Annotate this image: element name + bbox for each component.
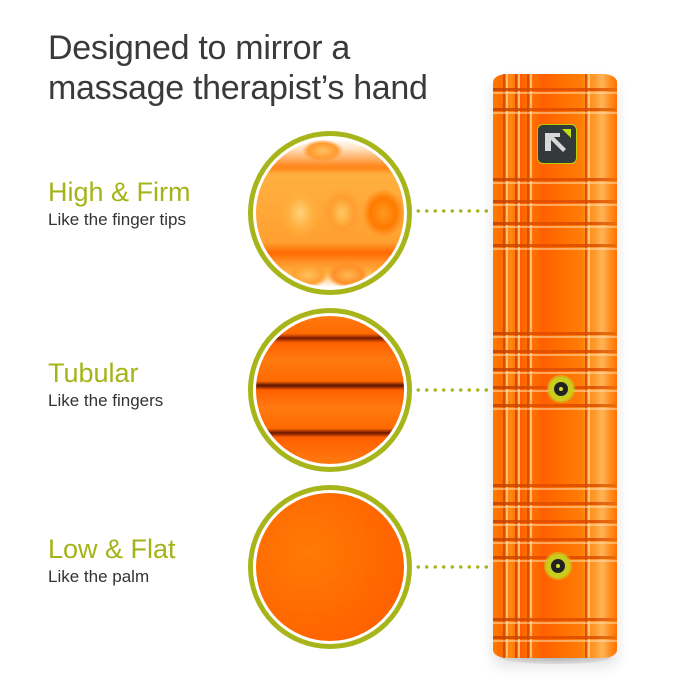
feature-high-firm: High & Firm Like the finger tips bbox=[48, 176, 191, 231]
feature-low-flat: Low & Flat Like the palm bbox=[48, 533, 176, 588]
feature-subtitle: Like the finger tips bbox=[48, 210, 186, 229]
feature-subtitle: Like the fingers bbox=[48, 391, 164, 410]
leader-line-low-flat bbox=[414, 565, 548, 569]
leader-line-high-firm bbox=[414, 209, 506, 213]
low-flat-texture-image bbox=[256, 493, 404, 641]
feature-title: High & Firm bbox=[48, 177, 191, 207]
trigger-point-logo-icon bbox=[537, 124, 577, 164]
feature-title: Low & Flat bbox=[48, 534, 176, 564]
feature-subtitle: Like the palm bbox=[48, 567, 150, 586]
feature-title: Tubular bbox=[48, 358, 139, 388]
headline-line-2: massage therapist’s hand bbox=[48, 69, 428, 107]
texture-circle-tubular bbox=[248, 308, 412, 472]
marker-dot-low-flat bbox=[546, 554, 570, 578]
feature-tubular: Tubular Like the fingers bbox=[48, 357, 163, 412]
texture-circle-high-firm bbox=[248, 131, 412, 295]
leader-line-tubular bbox=[414, 388, 550, 392]
high-firm-texture-image bbox=[256, 139, 404, 287]
marker-dot-tubular bbox=[549, 377, 573, 401]
headline-line-1: Designed to mirror a bbox=[48, 29, 351, 67]
tubular-texture-image bbox=[256, 316, 404, 464]
texture-circle-low-flat bbox=[248, 485, 412, 649]
foam-roller-image bbox=[493, 74, 617, 658]
headline: Designed to mirror a massage therapist’s… bbox=[48, 28, 428, 108]
